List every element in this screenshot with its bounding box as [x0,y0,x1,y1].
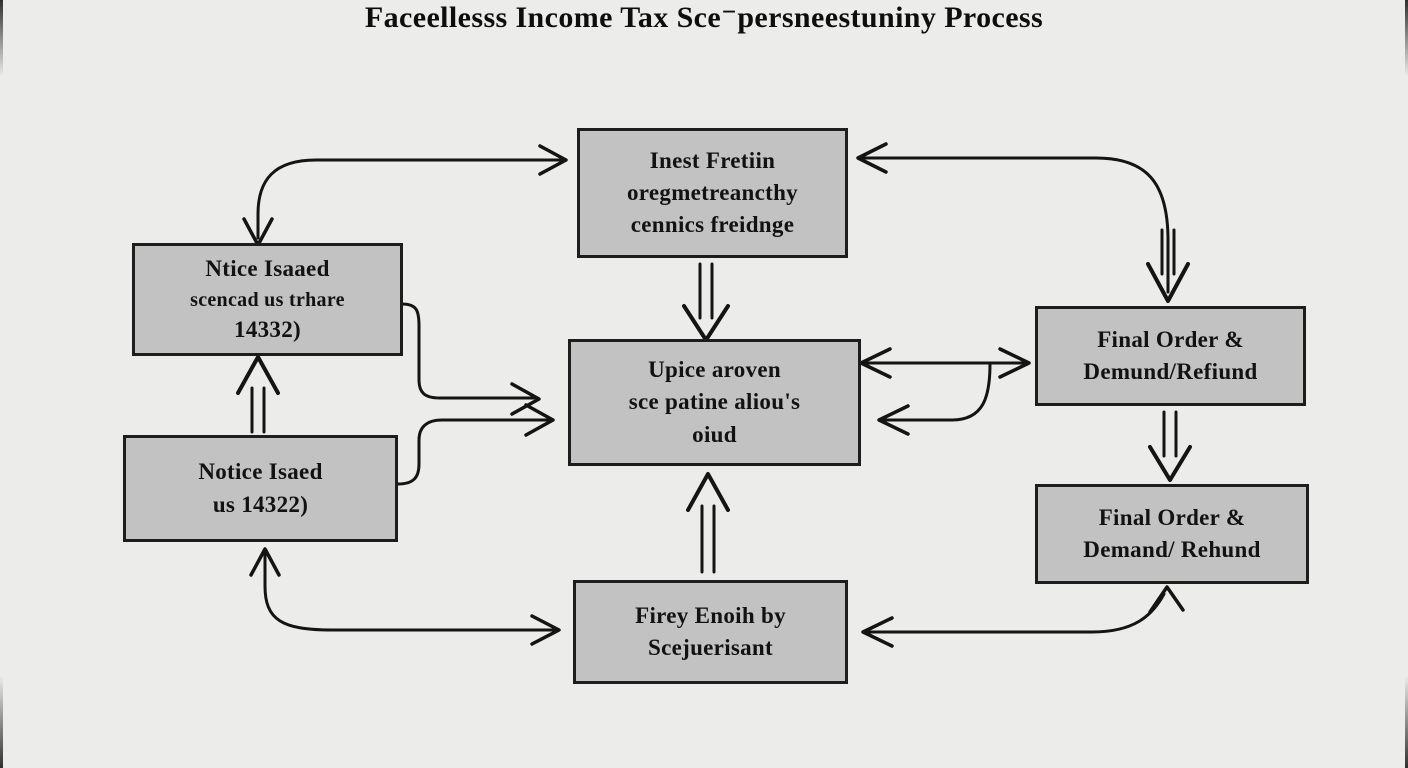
arrow-left-icon [877,404,910,436]
connector-notice-lower-center [396,403,555,486]
arrow-right-icon [510,382,541,416]
node-line: Scejuerisant [648,635,773,660]
node-line: oregmetreancthy [627,179,798,205]
node-line: Final Order & [1098,504,1246,530]
node-assessment: Inest Fretiin oregmetreancthy cennics fr… [577,128,848,258]
photo-edge-right [1405,0,1408,768]
arrow-up-icon [1148,585,1185,614]
node-notice-upper: Ntice Isaaed scencad us trhare 14332) [132,243,403,356]
connector-notice-upper-assessment [242,144,568,247]
connector-review-notice-lower [249,547,561,646]
node-line: scencad us trhare [190,288,345,311]
arrow-up-icon [249,547,281,577]
node-line: Ntice Isaaed [205,256,330,282]
arrow-right-icon [998,347,1031,379]
photo-edge-left [0,0,3,768]
node-notice-lower: Notice Isaed us 14322) [123,435,398,542]
node-line: Final Order & [1097,326,1244,352]
node-review: Firey Enoih by Scejuerisant [573,580,848,684]
block-arrow-up-icon [236,355,280,434]
connector-notice-upper-center [400,302,541,416]
connector-assessment-final-upper [856,142,1190,303]
arrow-right-icon [524,403,555,437]
node-center: Upice aroven sce patine aliou's oiud [568,339,861,466]
block-arrow-down-icon [1148,410,1192,482]
node-final-lower: Final Order & Demand/ Rehund [1035,484,1309,584]
node-final-upper: Final Order & Demund/Refiund [1035,306,1306,406]
block-arrow-down-icon [1146,262,1190,303]
connector-review-final-lower [861,585,1185,648]
block-arrow-down-icon [682,262,730,342]
page-title: Faceellesss Income Tax Sce⁻persneestunin… [364,1,1044,34]
block-arrow-up-icon [686,472,730,574]
node-line: us 14322) [212,491,309,517]
node-line: Firey Enoih by [635,602,786,628]
node-line: Demund/Refiund [1083,359,1258,384]
arrow-right-icon [530,614,561,646]
node-line: 14332) [234,316,301,342]
arrow-left-icon [856,142,888,174]
arrow-left-icon [859,347,892,379]
node-line: Upice aroven [648,357,781,383]
connector-center-final-upper [859,347,1031,436]
node-line: sce patine aliou's [628,389,801,415]
node-line: Notice Isaed [198,459,323,485]
node-line: Inest Fretiin [649,147,776,173]
arrow-left-icon [861,616,894,648]
node-line: Demand/ Rehund [1083,537,1261,562]
node-line: oiud [692,421,737,447]
block-arrow-down-icon [1160,228,1176,276]
arrow-right-icon [538,144,568,176]
node-line: cennics freidnge [630,212,795,238]
